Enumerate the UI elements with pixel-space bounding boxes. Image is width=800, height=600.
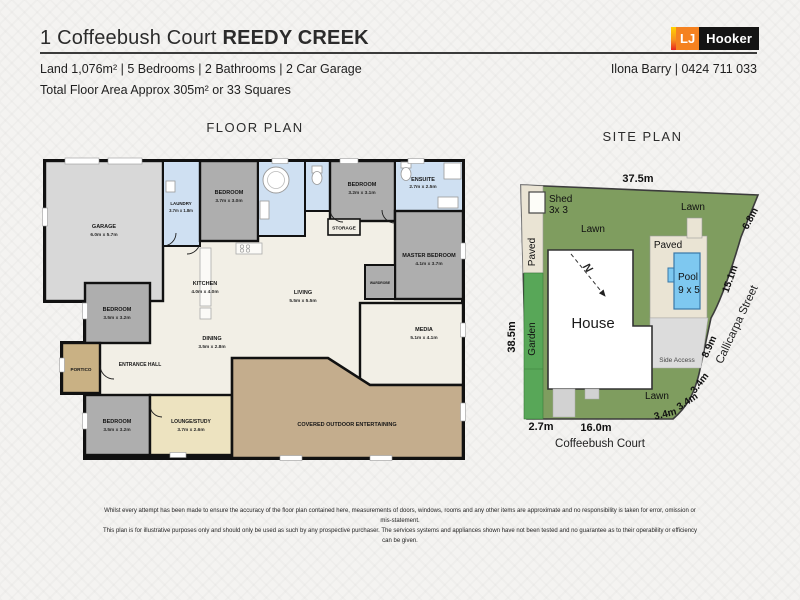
spa-bath-icon (262, 166, 290, 194)
disclaimer-line-2: This plan is for illustrative purposes o… (102, 528, 698, 544)
garage-label: GARAGE (92, 224, 116, 230)
wc-room (304, 160, 331, 212)
ensuite-fixtures-icon (400, 161, 462, 209)
door-swing-icons (99, 208, 396, 418)
disclaimer-line-1: Whilst every attempt has been made to en… (104, 508, 696, 524)
bedroom4-label: BEDROOM (103, 307, 132, 313)
shed-size-label: 3x 3 (549, 205, 568, 216)
garage-room (43, 159, 165, 303)
garden-strip (523, 272, 544, 420)
bedroom2-dims: 3.7m x 3.0m (215, 198, 242, 204)
agent-contact-line: Ilona Barry | 0424 711 033 (610, 62, 757, 76)
lounge-study-dims: 3.7m x 2.6m (177, 427, 204, 433)
covered-outdoor-label: COVERED OUTDOOR ENTERTAINING (297, 422, 396, 428)
master-bedroom-label: MASTER BEDROOM (402, 253, 456, 259)
kitchen-label: KITCHEN (193, 281, 217, 287)
living-label: LIVING (294, 290, 312, 296)
portico-label: PORTICO (71, 367, 92, 372)
lawn-top-right-label: Lawn (681, 202, 705, 213)
covered-outdoor-area (230, 356, 465, 460)
logo-gradient-strip (671, 27, 676, 50)
shed-outline (528, 191, 546, 214)
bedroom3-label: BEDROOM (348, 182, 377, 188)
driveway (552, 388, 576, 418)
bedroom3-room (328, 159, 397, 223)
wc-toilet-icon (311, 165, 323, 185)
pool (667, 252, 701, 310)
lawn-bottom-label: Lawn (645, 391, 669, 402)
lawn-top-left-label: Lawn (581, 224, 605, 235)
site-plan-drawing: N 37.5m 38.5m Paved Garden Shed 3x 3 Law… (506, 173, 761, 450)
floor-area-line: Total Floor Area Approx 305m² or 33 Squa… (40, 83, 291, 97)
media-dims: 5.1m x 4.1m (410, 335, 437, 341)
laundry-label: LAUNDRY (170, 201, 191, 206)
page-title: 1 Coffeebush Court REEDY CREEK (40, 27, 369, 50)
bedroom4-room (83, 281, 152, 345)
storage-room (327, 218, 361, 236)
disclaimer-text: Whilst every attempt has been made to en… (100, 506, 700, 546)
address-text: 1 Coffeebush Court (40, 27, 217, 49)
paved-left-label: Paved (527, 238, 538, 266)
laundry-tub-icon (165, 180, 176, 193)
lj-hooker-logo: LJ Hooker (671, 27, 760, 50)
living-dims: 5.5m x 5.5m (289, 298, 316, 304)
bedroom2-label: BEDROOM (215, 190, 244, 196)
bedroom4-dims: 3.5m x 3.2m (103, 315, 130, 321)
media-room (358, 301, 465, 387)
logo-hooker-box: Hooker (699, 27, 760, 50)
garden-label: Garden (527, 322, 538, 355)
shed-label: Shed (549, 194, 572, 205)
wardrobe-label: WARDROBE (370, 281, 391, 285)
coffeebush-court-label: Coffeebush Court (555, 438, 646, 450)
header-divider (40, 52, 757, 54)
bedroom2-room (198, 159, 260, 243)
dining-dims: 3.5m x 2.8m (198, 344, 225, 350)
bedroom3-dims: 3.2m x 3.1m (348, 190, 375, 196)
floor-plan-title: FLOOR PLAN (206, 120, 304, 135)
entrance-hall-label: ENTRANCE HALL (119, 362, 162, 368)
dim-top: 37.5m (622, 173, 653, 185)
site-plan-title: SITE PLAN (602, 129, 683, 144)
dim-bottom-left: 2.7m (528, 421, 553, 433)
media-label: MEDIA (415, 327, 433, 333)
dim-left: 38.5m (506, 321, 518, 352)
logo-lj-box: LJ (676, 27, 700, 50)
window-openings (42, 157, 466, 461)
dim-curve-3: 3.4m (653, 406, 678, 422)
bedroom5-dims: 3.5m x 3.2m (103, 427, 130, 433)
suburb-text: REEDY CREEK (222, 27, 369, 49)
path-step (584, 388, 600, 400)
wardrobe-room (364, 264, 396, 300)
pool-size-label: 9 x 5 (678, 285, 700, 296)
ensuite-dims: 2.7m x 2.5m (409, 184, 436, 190)
bathroom-vanity-icon (259, 200, 270, 220)
house-outline (547, 249, 653, 390)
house-label: House (571, 315, 614, 332)
side-access-label: Side Access (659, 357, 695, 364)
laundry-room (162, 160, 201, 247)
kitchen-bench-icon (199, 242, 263, 320)
bedroom5-room (83, 393, 152, 457)
ensuite-label: ENSUITE (411, 177, 435, 183)
floor-plan-drawing: GARAGE 6.0m x 5.7m LAUNDRY 3.7m x 1.8m B… (42, 157, 466, 461)
pool-label: Pool (678, 272, 698, 283)
kitchen-dims: 4.0m x 4.0m (191, 289, 218, 295)
bedroom5-label: BEDROOM (103, 419, 132, 425)
dim-bottom: 16.0m (580, 422, 611, 434)
paved-pool-label: Paved (654, 240, 682, 251)
laundry-dims: 3.7m x 1.8m (169, 208, 193, 213)
pool-paved-notch (686, 217, 703, 239)
lounge-study-label: LOUNGE/STUDY (171, 419, 211, 425)
master-bedroom-dims: 4.1m x 3.7m (415, 261, 442, 267)
garage-dims: 6.0m x 5.7m (90, 232, 117, 238)
storage-label: STORAGE (332, 226, 356, 232)
dining-label: DINING (202, 336, 221, 342)
lounge-study-room (148, 393, 234, 457)
property-details-line: Land 1,076m² | 5 Bedrooms | 2 Bathrooms … (40, 62, 362, 76)
